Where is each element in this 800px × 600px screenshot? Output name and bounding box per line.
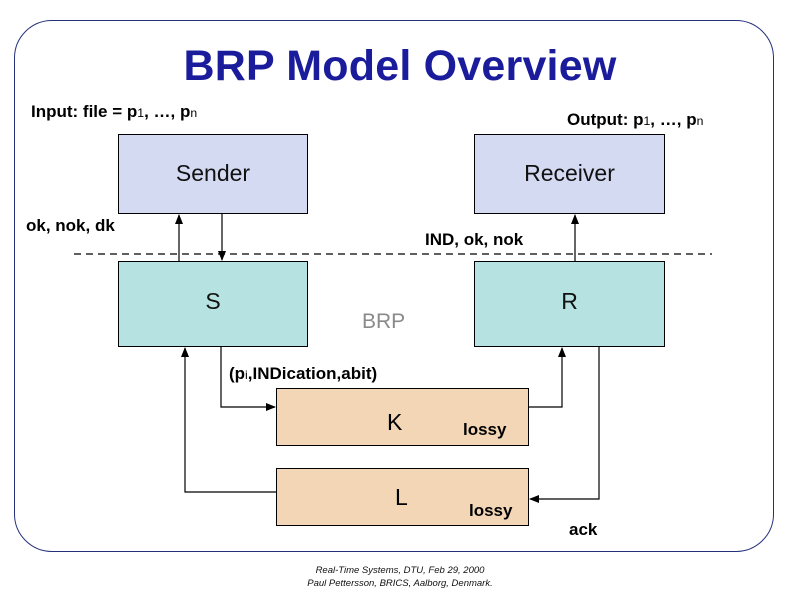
receiver-label: Receiver bbox=[524, 160, 615, 186]
brp-label: BRP bbox=[362, 310, 406, 333]
input-seq-i1: 1 bbox=[137, 106, 145, 120]
input-seq-pn: p bbox=[179, 102, 191, 121]
l-to-s-arrow bbox=[181, 347, 276, 493]
s-label: S bbox=[205, 288, 221, 314]
k-to-r-arrow bbox=[529, 347, 566, 408]
r-label: R bbox=[561, 288, 578, 314]
input-label: Input: file = p1, …, pn bbox=[31, 102, 197, 122]
l-label: L bbox=[395, 484, 408, 510]
slide-frame bbox=[14, 20, 774, 552]
k-lossy-label: lossy bbox=[463, 420, 507, 439]
message-rest: ,INDication,abit) bbox=[247, 364, 378, 383]
message-sub: i bbox=[245, 368, 248, 382]
input-seq-mid: , …, bbox=[144, 102, 180, 121]
input-seq-in: n bbox=[190, 106, 198, 120]
output-seq-mid: , …, bbox=[650, 110, 687, 129]
output-seq-i1: 1 bbox=[643, 114, 651, 128]
output-label: Output: p1, …, pn bbox=[567, 110, 703, 130]
output-seq-pn: p bbox=[686, 110, 697, 129]
s-box: S bbox=[118, 261, 308, 347]
receiver-box: Receiver bbox=[474, 134, 665, 214]
s-to-k-arrow bbox=[220, 347, 276, 411]
output-seq-p1: p bbox=[633, 110, 644, 129]
message-open: (p bbox=[229, 364, 246, 383]
sender-box: Sender bbox=[118, 134, 308, 214]
footer-line-2: Paul Pettersson, BRICS, Aalborg, Denmark… bbox=[307, 578, 493, 589]
sender-signals-label: ok, nok, dk bbox=[26, 216, 115, 235]
receiver-signals-label: IND, ok, nok bbox=[425, 230, 524, 249]
page-title: BRP Model Overview bbox=[183, 42, 617, 90]
r-to-l-arrow bbox=[529, 347, 600, 503]
input-seq-p1: p bbox=[126, 102, 138, 121]
input-label-text: Input: file = bbox=[31, 102, 127, 121]
r-box: R bbox=[474, 261, 665, 347]
output-label-text: Output: bbox=[567, 110, 634, 129]
k-channel-box: K lossy bbox=[276, 388, 529, 446]
ack-label: ack bbox=[569, 520, 598, 539]
message-label: (pi,INDication,abit) bbox=[229, 364, 377, 384]
l-lossy-label: lossy bbox=[469, 501, 513, 520]
l-channel-box: L lossy bbox=[276, 468, 529, 526]
sender-label: Sender bbox=[175, 160, 251, 186]
footer-line-1: Real-Time Systems, DTU, Feb 29, 2000 bbox=[315, 565, 485, 576]
output-seq-in: n bbox=[696, 114, 704, 128]
k-label: K bbox=[387, 409, 403, 435]
